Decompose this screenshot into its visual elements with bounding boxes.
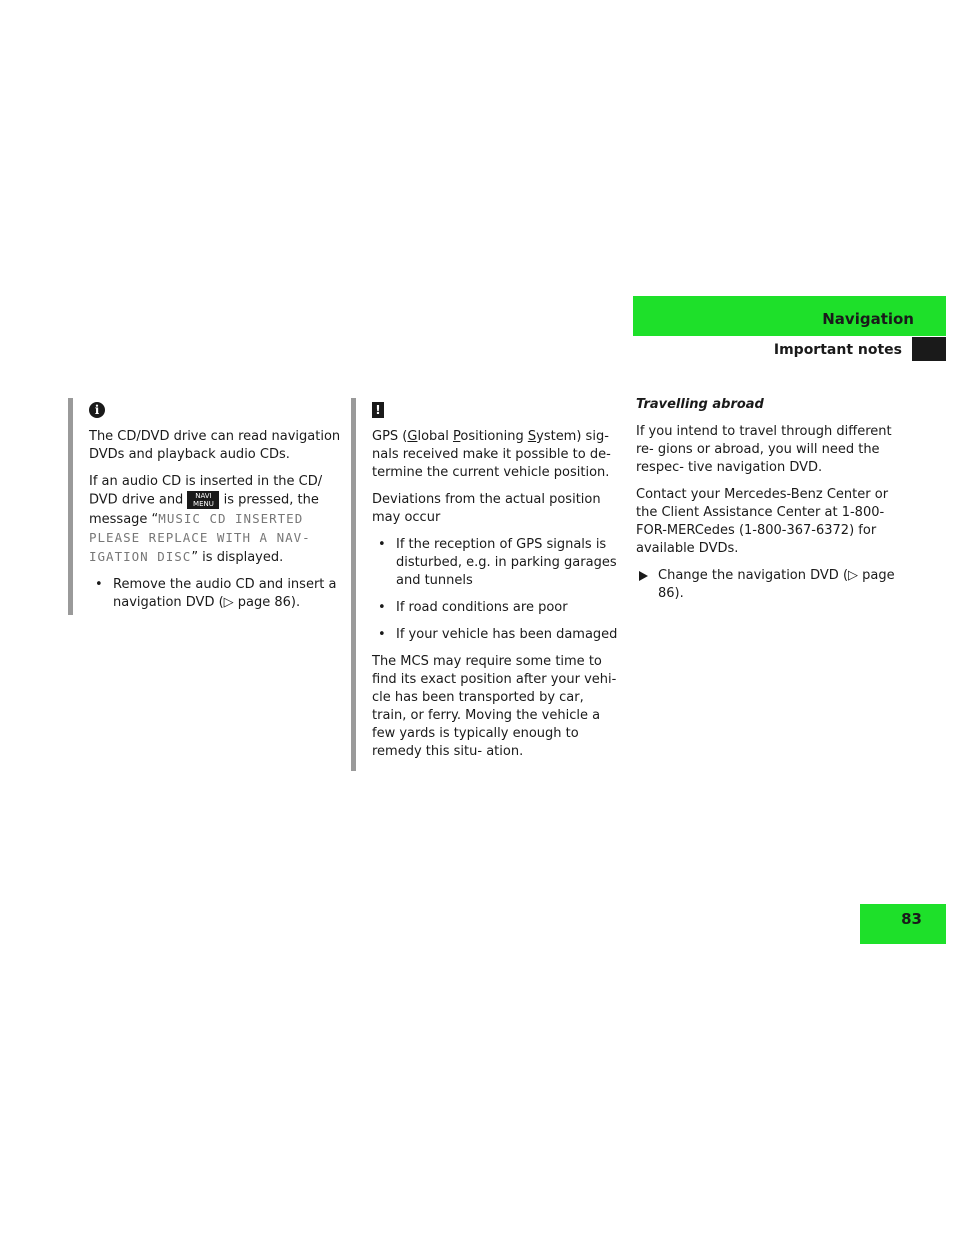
info-bullet: •Remove the audio CD and insert a naviga…: [95, 576, 337, 610]
warning-text: GPS (: [372, 429, 408, 444]
info-box-bar: [68, 398, 73, 615]
warning-text: ositioning: [460, 429, 528, 444]
page-number: 83: [901, 910, 922, 928]
info-paragraph-2: If an audio CD is inserted in the CD/ DV…: [89, 473, 341, 567]
warning-paragraph-1: GPS (Global Positioning System) sig- nal…: [372, 428, 618, 482]
section-title: Navigation: [822, 310, 914, 328]
warning-box: ! GPS (Global Positioning System) sig- n…: [372, 402, 618, 770]
travel-step: Change the navigation DVD (▷ page 86).: [636, 567, 908, 603]
step-arrow-icon: [639, 571, 648, 581]
warning-text: ystem) sig- nals received make it possib…: [372, 429, 611, 480]
display-message: MUSIC CD INSERTED PLEASE REPLACE WITH A …: [89, 510, 311, 564]
warning-bullet: •If the reception of GPS signals is dist…: [378, 537, 617, 588]
warning-box-bar: [351, 398, 356, 771]
subsection-title: Important notes: [773, 342, 902, 358]
travel-step-text: Change the navigation DVD (▷ page 86).: [658, 568, 895, 601]
warning-paragraph-3: The MCS may require some time to find it…: [372, 654, 617, 759]
warning-paragraph-2: Deviations from the actual position may …: [372, 492, 601, 525]
info-text: If an audio CD is inserted in the CD/ DV…: [89, 474, 323, 508]
warning-text: S: [527, 429, 537, 444]
travel-paragraph-2: Contact your Mercedes-Benz Center or the…: [636, 487, 889, 556]
warning-icon: !: [372, 402, 384, 418]
travel-paragraph-1: If you intend to travel through differen…: [636, 424, 892, 475]
warning-bullet: •If road conditions are poor: [378, 600, 568, 615]
info-box: i The CD/DVD drive can read navigation D…: [89, 402, 341, 621]
warning-bullet-text: If your vehicle has been damaged: [396, 627, 618, 642]
info-bullet-text: Remove the audio CD and insert a navigat…: [113, 576, 337, 610]
travel-heading: Travelling abroad: [636, 397, 764, 412]
warning-text: G: [407, 429, 418, 444]
warning-bullet-text: If road conditions are poor: [396, 600, 568, 615]
info-text: ” is displayed.: [191, 549, 284, 565]
info-text: is pressed, the message “: [89, 492, 319, 527]
warning-bullet: •If your vehicle has been damaged: [378, 627, 618, 642]
section-header-bar: [633, 296, 946, 336]
warning-text: P: [452, 429, 461, 444]
page-number-box: [860, 904, 946, 944]
warning-text: lobal: [417, 429, 453, 444]
info-icon: i: [89, 402, 105, 418]
info-paragraph-1: The CD/DVD drive can read navigation DVD…: [89, 429, 341, 462]
travel-section: Travelling abroad If you intend to trave…: [636, 396, 908, 612]
warning-bullet-text: If the reception of GPS signals is distu…: [396, 537, 617, 588]
header-marker: [912, 337, 946, 361]
